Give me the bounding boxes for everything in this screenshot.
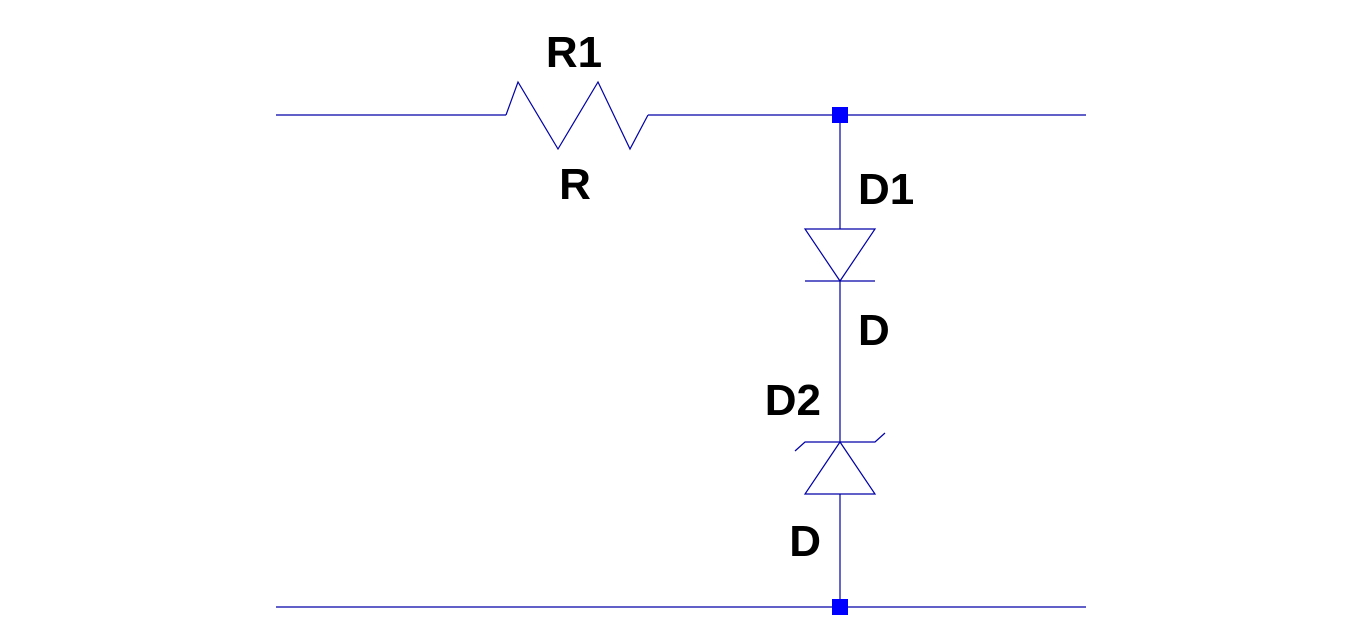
diode-d1-value-label: D — [858, 306, 890, 355]
diode-d2-symbol — [794, 432, 886, 495]
junction-bottom — [832, 599, 848, 615]
junction-top — [832, 107, 848, 123]
resistor-ref-label: R1 — [546, 28, 602, 77]
resistor-value-label: R — [559, 160, 591, 209]
diode-d2-ref-label: D2 — [765, 376, 821, 425]
diode-d2-value-label: D — [789, 517, 821, 566]
diode-d1-triangle — [803, 228, 877, 283]
diode-d1-symbol — [803, 228, 877, 283]
diode-d2-triangle — [803, 440, 877, 495]
diode-d1-ref-label: D1 — [858, 165, 914, 214]
resistor-r1-symbol — [505, 80, 649, 151]
